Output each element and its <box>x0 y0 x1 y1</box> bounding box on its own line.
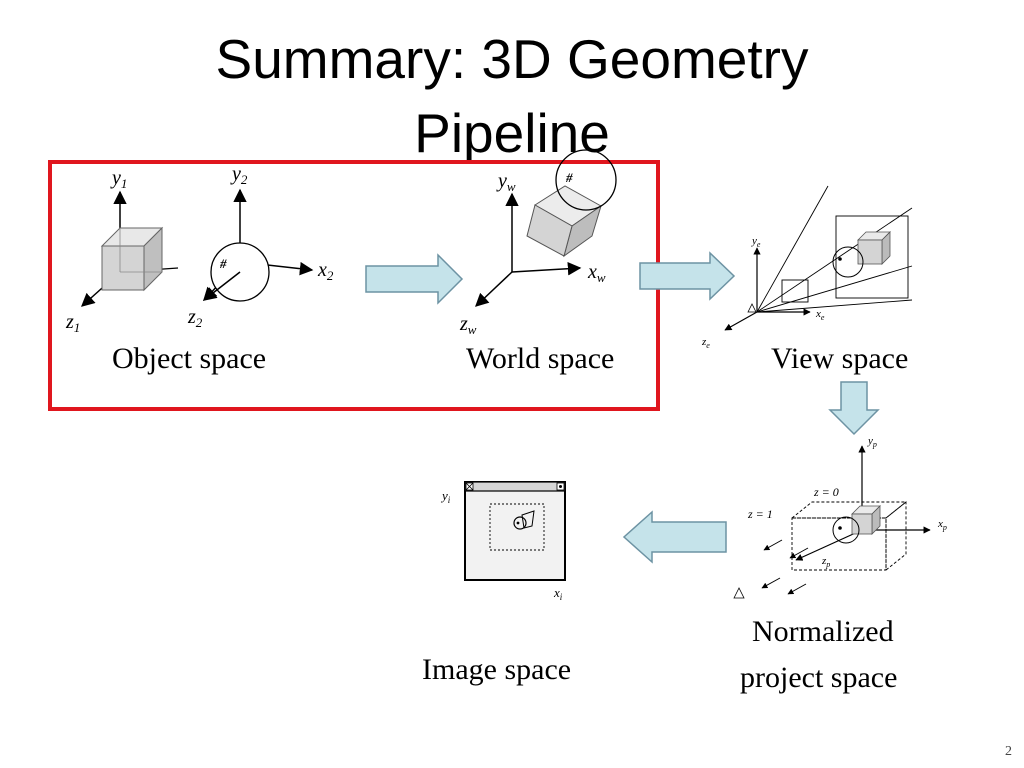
image-figure: yi xi <box>440 481 566 602</box>
caption-normalized-line-1: Normalized <box>752 615 894 648</box>
arrow-normalized-to-image <box>622 510 727 564</box>
label-z-equals-0: z = 0 <box>813 485 839 499</box>
caption-normalized-line-2: project space <box>740 661 898 694</box>
object-sphere-figure: # y2 x2 z2 <box>187 163 334 330</box>
axis-label-xe: xe <box>815 308 825 322</box>
axis-label-ye: ye <box>751 235 761 249</box>
page-number: 2 <box>1005 744 1012 759</box>
object-cube-figure: y1 z1 <box>65 167 179 335</box>
arrow-world-to-view <box>639 251 736 301</box>
axis-label-x2: x2 <box>317 259 334 283</box>
axis-label-z2: z2 <box>187 306 203 330</box>
axis-label-xp: xp <box>937 518 947 532</box>
axis-label-y1: y1 <box>110 167 127 191</box>
axis-label-yi: yi <box>440 488 451 505</box>
axis-label-xi: xi <box>553 585 563 602</box>
slide-title-line-1: Summary: 3D Geometry <box>215 28 809 90</box>
axis-label-zp: zp <box>821 555 830 569</box>
caption-world-space: World space <box>466 342 615 375</box>
svg-text:#: # <box>565 170 573 185</box>
axis-label-yp: yp <box>867 435 877 449</box>
axis-label-ze: ze <box>701 336 710 350</box>
svg-text:#: # <box>219 256 227 271</box>
world-figure: # yw xw zw <box>459 149 617 337</box>
axis-label-zw: zw <box>459 313 477 337</box>
axis-label-xw: xw <box>587 261 606 285</box>
axis-label-y2: y2 <box>230 163 248 187</box>
label-z-equals-1: z = 1 <box>747 507 773 521</box>
view-figure: ye xe ze <box>701 185 913 350</box>
caption-image-space: Image space <box>422 653 572 686</box>
caption-view-space: View space <box>771 342 909 375</box>
axis-label-yw: yw <box>496 170 516 194</box>
normalized-figure: yp xp zp z = 0 z = 1 <box>733 435 947 599</box>
arrow-object-to-world <box>365 253 464 305</box>
axis-label-z1: z1 <box>65 311 80 335</box>
arrow-view-to-normalized <box>828 381 880 436</box>
caption-object-space: Object space <box>112 342 267 375</box>
